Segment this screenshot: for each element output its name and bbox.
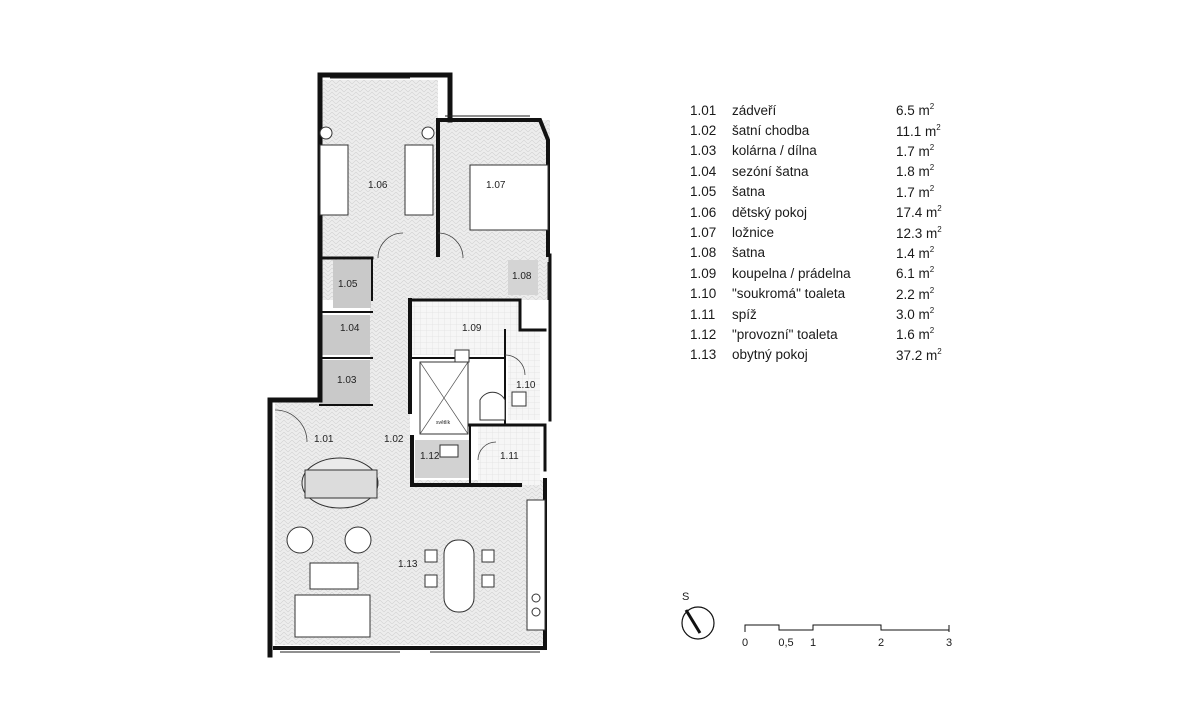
door-swings: [274, 232, 526, 461]
legend-row: 1.12 "provozní" toaleta 1.6 m2: [690, 324, 970, 344]
legend-row: 1.03 kolárna / dílna 1.7 m2: [690, 141, 970, 161]
legend-area: 1.8 m2: [896, 163, 935, 180]
plan-label-1-01: 1.01: [314, 434, 334, 445]
legend-name: sezóní šatna: [732, 163, 809, 179]
legend-code: 1.12: [690, 326, 717, 342]
room-legend: 1.01 zádveří 6.5 m2 1.02 šatní chodba 11.1 m2…: [690, 100, 970, 365]
legend-area: 1.4 m2: [896, 244, 935, 261]
plan-label-1-11: 1.11: [500, 451, 519, 462]
plan-label-1-10: 1.10: [516, 380, 536, 391]
legend-code: 1.08: [690, 245, 717, 261]
scale-tick-3: 3: [945, 637, 953, 649]
legend-area: 3.0 m2: [896, 306, 935, 323]
scale-tick-1: 1: [809, 637, 817, 649]
furniture: [286, 126, 549, 638]
legend-name: "provozní" toaleta: [732, 326, 838, 342]
legend-row: 1.05 šatna 1.7 m2: [690, 182, 970, 202]
scale-bar: [744, 624, 950, 632]
plan-label-1-08: 1.08: [512, 271, 532, 282]
legend-name: ložnice: [732, 225, 775, 241]
legend-code: 1.13: [690, 347, 717, 363]
legend-row: 1.02 šatní chodba 11.1 m2: [690, 120, 970, 140]
legend-code: 1.07: [690, 225, 717, 241]
plan-label-1-02: 1.02: [384, 434, 404, 445]
legend-row: 1.08 šatna 1.4 m2: [690, 243, 970, 263]
legend-row: 1.09 koupelna / prádelna 6.1 m2: [690, 263, 970, 283]
plan-label-1-12: 1.12: [420, 451, 440, 462]
legend-row: 1.06 dětský pokoj 17.4 m2: [690, 202, 970, 222]
plan-label-1-06: 1.06: [368, 180, 388, 191]
room-labels: 1.06 1.07 1.05 1.08 1.04 1.09 1.03 1.10 …: [314, 180, 536, 570]
plan-label-1-09: 1.09: [462, 323, 482, 334]
legend-area: 6.1 m2: [896, 265, 935, 282]
legend-area: 37.2 m2: [896, 346, 942, 363]
legend-name: šatna: [732, 245, 766, 261]
legend-name: koupelna / prádelna: [732, 265, 851, 281]
legend-code: 1.05: [690, 184, 717, 200]
legend-row: 1.10 "soukromá" toaleta 2.2 m2: [690, 284, 970, 304]
legend-code: 1.03: [690, 143, 717, 159]
legend-code: 1.11: [690, 306, 716, 322]
north-arrow-icon: [681, 606, 715, 640]
plan-label-1-13: 1.13: [398, 559, 418, 570]
legend-row: 1.04 sezóní šatna 1.8 m2: [690, 161, 970, 181]
legend-name: šatní chodba: [732, 123, 810, 139]
legend-name: obytný pokoj: [732, 347, 808, 363]
legend-row: 1.11 spíž 3.0 m2: [690, 304, 970, 324]
legend-area: 1.7 m2: [896, 183, 935, 200]
legend-name: "soukromá" toaleta: [732, 286, 846, 302]
scale-tick-0-5: 0,5: [778, 637, 794, 649]
legend-area: 12.3 m2: [896, 224, 942, 241]
windows: [280, 77, 549, 653]
legend-area: 17.4 m2: [896, 204, 942, 221]
legend-area: 2.2 m2: [896, 285, 935, 302]
legend-code: 1.01: [690, 102, 717, 118]
plan-label-1-04: 1.04: [340, 323, 360, 334]
legend-name: šatna: [732, 184, 766, 200]
legend-area: 1.6 m2: [896, 326, 935, 343]
legend-code: 1.04: [690, 163, 717, 179]
legend-row: 1.13 obytný pokoj 37.2 m2: [690, 345, 970, 365]
legend-row: 1.01 zádveří 6.5 m2: [690, 100, 970, 120]
plan-label-svetlik: světlík: [436, 420, 451, 426]
legend-code: 1.02: [690, 123, 717, 139]
legend-name: kolárna / dílna: [732, 143, 817, 159]
legend-code: 1.09: [690, 265, 717, 281]
legend-code: 1.06: [690, 204, 717, 220]
legend-area: 11.1 m2: [896, 122, 941, 139]
legend-name: dětský pokoj: [732, 204, 808, 220]
legend-area: 6.5 m2: [896, 102, 935, 119]
plan-label-1-03: 1.03: [337, 375, 357, 386]
north-label: S: [682, 591, 690, 603]
plan-label-1-05: 1.05: [338, 279, 358, 290]
legend-code: 1.10: [690, 286, 717, 302]
legend-row: 1.07 ložnice 12.3 m2: [690, 222, 970, 242]
scale-tick-0: 0: [741, 637, 749, 649]
legend-name: spíž: [732, 306, 757, 322]
scale-tick-2: 2: [877, 637, 885, 649]
legend-name: zádveří: [732, 102, 777, 118]
plan-label-1-07: 1.07: [486, 180, 506, 191]
legend-area: 1.7 m2: [896, 142, 935, 159]
